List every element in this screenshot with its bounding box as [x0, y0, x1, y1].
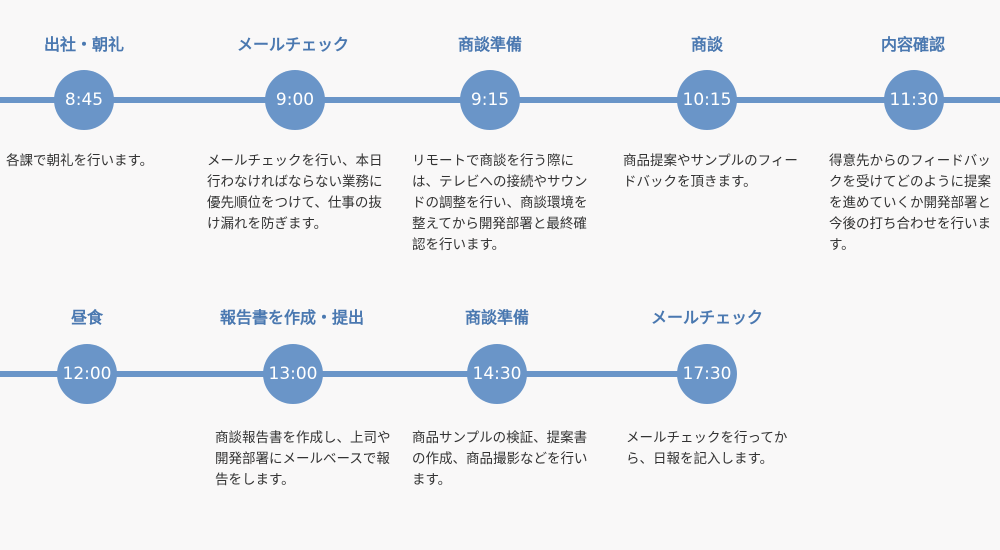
step-description-3: リモートで商談を行う際には、テレビへの接続やサウンドの調整を行い、商談環境を整え… — [412, 153, 588, 253]
step-time-9: 17:30 — [677, 344, 737, 404]
step-title-4: 商談 — [690, 35, 723, 54]
step-description-9: メールチェックを行ってから、日報を記入します。 — [626, 430, 788, 467]
step-description-2: メールチェックを行い、本日行わなければならない業務に優先順位をつけて、仕事の抜け… — [207, 153, 383, 232]
step-title-9: メールチェック — [650, 308, 763, 327]
step-title-8: 商談準備 — [464, 308, 529, 327]
step-time-5: 11:30 — [884, 70, 944, 130]
step-description-7: 商談報告書を作成し、上司や開発部署にメールベースで報告をします。 — [215, 430, 391, 488]
step-title-3: 商談準備 — [457, 35, 522, 54]
step-description-4: 商品提案やサンプルのフィードバックを頂きます。 — [623, 153, 798, 190]
step-description-5: 得意先からのフィードバックを受けてどのように提案を進めていくか開発部署と今後の打… — [829, 153, 991, 253]
timeline-line-row-2 — [0, 371, 720, 377]
step-time-1: 8:45 — [54, 70, 114, 130]
step-title-5: 内容確認 — [880, 35, 945, 54]
step-description-1: 各課で朝礼を行います。 — [6, 153, 154, 169]
step-time-8: 14:30 — [467, 344, 527, 404]
step-title-1: 出社・朝礼 — [43, 35, 124, 54]
step-time-3: 9:15 — [460, 70, 520, 130]
step-time-4: 10:15 — [677, 70, 737, 130]
step-title-6: 昼食 — [70, 308, 103, 327]
step-time-6: 12:00 — [57, 344, 117, 404]
step-title-7: 報告書を作成・提出 — [219, 308, 364, 327]
step-time-7: 13:00 — [263, 344, 323, 404]
step-title-2: メールチェック — [236, 35, 349, 54]
step-time-2: 9:00 — [265, 70, 325, 130]
step-description-8: 商品サンプルの検証、提案書の作成、商品撮影などを行います。 — [412, 430, 588, 488]
